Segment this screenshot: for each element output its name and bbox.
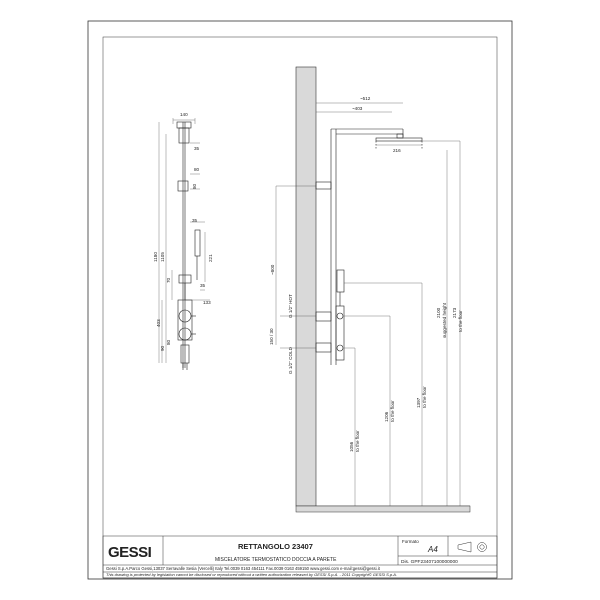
dim-1105: 1105 — [160, 252, 165, 262]
label-hot: G 1/2" HOT — [288, 294, 293, 318]
dim-140: 140 — [180, 112, 188, 117]
dim-2100: 2100 — [436, 307, 441, 318]
dim-1397: 1397 — [416, 397, 421, 408]
dim-1056: 1056 — [349, 441, 354, 452]
dim-403-side: ~403 — [352, 106, 363, 111]
dim-1206-note: to the floor — [390, 400, 395, 422]
dim-1206: 1206 — [384, 411, 389, 422]
front-view-dimension-lines — [158, 118, 210, 363]
dim-800: ~800 — [270, 264, 275, 275]
dim-403-front: 403 — [156, 319, 161, 327]
dim-221: 221 — [208, 254, 213, 262]
product-description: MISCELATORE TERMOSTATICO DOCCIA A PARETE — [215, 557, 337, 563]
dim-35-small: 35 — [200, 283, 206, 288]
front-view — [176, 121, 201, 370]
dim-1056-note: to the floor — [355, 430, 360, 452]
dim-133: 133 — [203, 300, 211, 305]
company-line: Gessi S.p.A.Parco Gessi,13037 Serravalle… — [106, 566, 381, 571]
dim-90: 90 — [160, 345, 165, 351]
dim-80-b: 80 — [192, 183, 197, 189]
side-view-dimension-lines — [275, 102, 461, 506]
dim-150: 150 / 30 — [269, 328, 274, 345]
projection-symbol-icon — [457, 541, 487, 553]
title-block — [102, 535, 498, 579]
label-cold: G 1/2" COLD — [288, 346, 293, 374]
dim-1180: 1180 — [153, 252, 158, 262]
side-view — [315, 128, 423, 365]
dim-35-top: 35 — [194, 146, 200, 151]
product-name: RETTANGOLO 23407 — [238, 542, 313, 551]
dim-70: 70 — [166, 277, 171, 283]
dim-2173: 2173 — [452, 307, 457, 318]
legal-line: This drawing is protected by legislation… — [106, 572, 397, 577]
dim-216: 216 — [393, 148, 401, 153]
gessi-logo: GESSI — [108, 544, 152, 561]
dim-2173-note: to the floor — [458, 310, 463, 332]
dim-512: ~512 — [360, 96, 371, 101]
drawing-code: Dis. GPF23407100000000 — [401, 559, 458, 565]
dim-80-a: 80 — [194, 167, 200, 172]
dim-1397-note: to the floor — [422, 386, 427, 408]
dim-80-c: 80 — [166, 339, 171, 345]
format-label: Formato — [402, 539, 419, 544]
sheet-border — [87, 20, 513, 580]
dim-35-mid: 35 — [192, 218, 198, 223]
dim-2100-note: suggested height — [442, 302, 447, 338]
format-value: A4 — [427, 545, 438, 554]
side-view-labels: ~512 ~403 216 ~800 G 1/2" HOT G 1/2" COL… — [269, 96, 463, 452]
front-view-labels: 140 35 80 80 1180 1105 35 221 35 133 70 … — [153, 112, 213, 351]
wall — [295, 66, 471, 513]
